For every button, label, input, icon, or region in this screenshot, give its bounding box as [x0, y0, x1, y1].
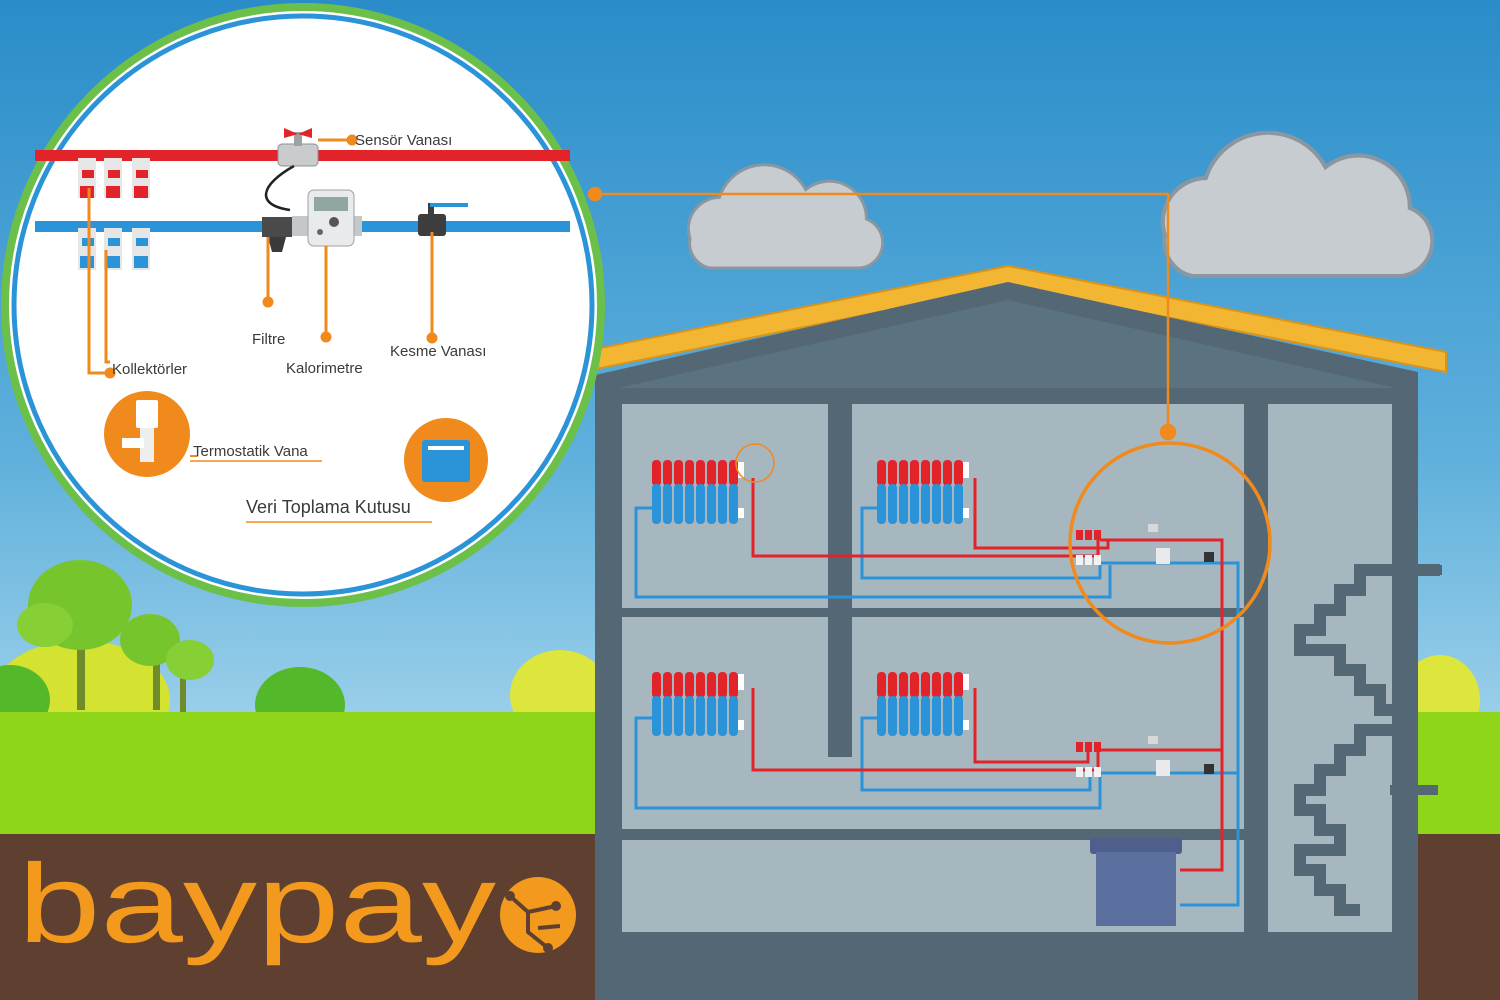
- radiator-icon: [877, 672, 969, 736]
- label-sensor-valve: Sensör Vanası: [355, 132, 452, 149]
- data-box-icon: [404, 418, 488, 502]
- leader-lines: [587, 186, 1272, 645]
- meter-unit: [1076, 736, 1214, 777]
- brand-logo: baypay: [18, 841, 576, 966]
- valve-icon: [418, 203, 468, 236]
- house: [565, 264, 1447, 1000]
- label-calorimeter: Kalorimetre: [286, 360, 363, 377]
- thermostatic-valve-icon: [104, 391, 198, 477]
- tree-icon: [120, 614, 214, 715]
- filter-icon: [262, 217, 292, 252]
- sensor-cable: [264, 164, 295, 212]
- collector-valve-icon: [104, 158, 122, 270]
- meter-unit: [1076, 524, 1214, 565]
- label-data-box: Veri Toplama Kutusu: [246, 497, 411, 517]
- hot-pipes: [751, 478, 1224, 872]
- thermostat-zoom-ring: [735, 443, 775, 483]
- staircase: [1294, 564, 1440, 916]
- brand-name: baypay: [18, 841, 496, 966]
- boiler-icon: [1090, 838, 1182, 926]
- meter-zoom-ring: [1068, 441, 1272, 645]
- detail-leaders: [87, 134, 438, 379]
- label-collectors: Kollektörler: [112, 361, 187, 378]
- label-filter: Filtre: [252, 331, 285, 348]
- floor-meter-units: [1076, 524, 1214, 777]
- valve-icon: [277, 128, 319, 167]
- tree-icon: [17, 560, 132, 710]
- radiator-icon: [652, 672, 744, 736]
- calorimeter-icon: [292, 189, 362, 247]
- radiators: [652, 460, 969, 736]
- radiator-icon: [877, 460, 969, 524]
- collector-valves: [78, 158, 150, 270]
- logo-mark-icon: [500, 877, 576, 953]
- radiator-icon: [652, 460, 744, 524]
- label-thermostatic-valve: Termostatik Vana: [193, 443, 308, 460]
- label-shutoff-valve: Kesme Vanası: [390, 343, 486, 360]
- collector-valve-icon: [132, 158, 150, 270]
